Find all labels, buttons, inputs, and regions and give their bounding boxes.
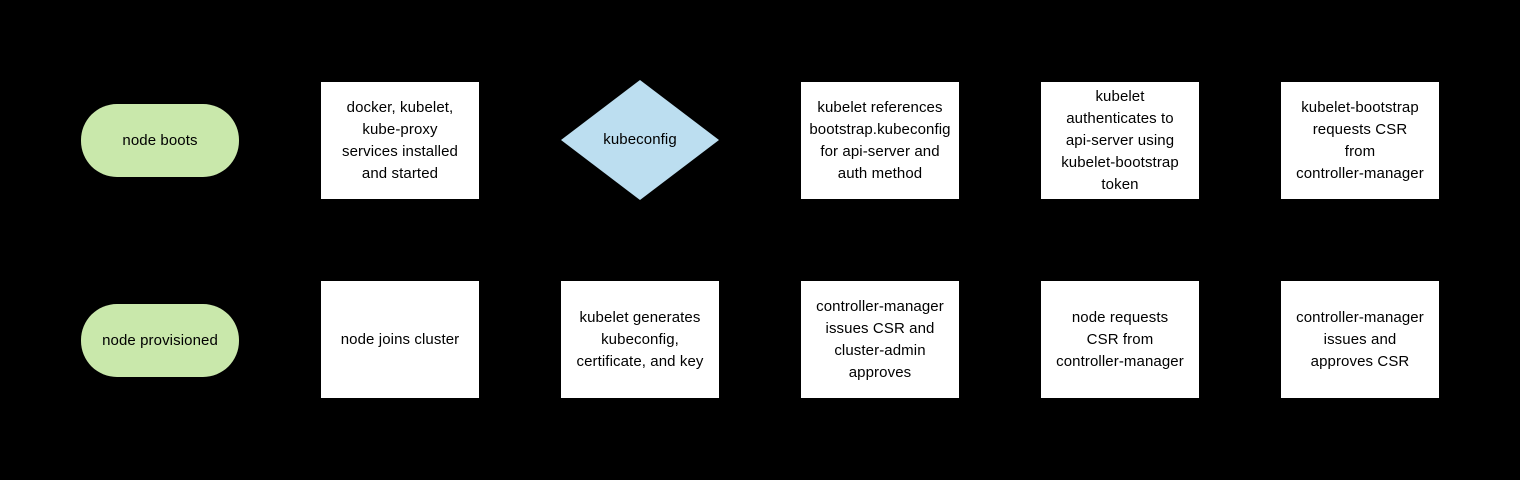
flow-node-kubelet-references-bootstrap[interactable]: kubelet references bootstrap.kubeconfig … bbox=[801, 82, 959, 199]
flow-node-node-requests-csr[interactable]: node requests CSR from controller-manage… bbox=[1041, 281, 1199, 398]
flow-node-label: controller-manager issues and approves C… bbox=[1296, 308, 1424, 370]
flow-node-label: kubelet-bootstrap requests CSR from cont… bbox=[1296, 98, 1424, 182]
flow-node-label: node provisioned bbox=[102, 331, 218, 349]
flow-node-label: kubeconfig bbox=[603, 131, 677, 148]
flow-node-node-provisioned[interactable]: node provisioned bbox=[81, 304, 239, 377]
flow-node-node-joins-cluster[interactable]: node joins cluster bbox=[321, 281, 479, 398]
flow-node-label: docker, kubelet, kube-proxy services ins… bbox=[341, 98, 458, 182]
flow-node-services-installed[interactable]: docker, kubelet, kube-proxy services ins… bbox=[321, 82, 479, 199]
flow-node-label: kubelet references bootstrap.kubeconfig … bbox=[809, 98, 951, 182]
flow-node-label: controller-manager issues CSR and cluste… bbox=[816, 297, 944, 381]
flow-node-node-boots[interactable]: node boots bbox=[81, 104, 239, 177]
flow-node-kubeconfig[interactable]: kubeconfig bbox=[561, 80, 719, 200]
flow-node-controller-manager-issues-approves[interactable]: controller-manager issues and approves C… bbox=[1281, 281, 1439, 398]
flow-node-label: node boots bbox=[122, 131, 198, 149]
flow-node-label: node requests CSR from controller-manage… bbox=[1056, 308, 1184, 370]
flow-node-kubelet-authenticates[interactable]: kubelet authenticates to api-server usin… bbox=[1041, 82, 1199, 199]
flow-node-kubelet-generates-kubeconfig[interactable]: kubelet generates kubeconfig, certificat… bbox=[561, 281, 719, 398]
flow-node-kubelet-bootstrap-requests-csr[interactable]: kubelet-bootstrap requests CSR from cont… bbox=[1281, 82, 1439, 199]
flow-node-label: node joins cluster bbox=[340, 330, 460, 348]
flow-node-label: kubelet authenticates to api-server usin… bbox=[1061, 87, 1179, 193]
flow-node-label: kubelet generates kubeconfig, certificat… bbox=[576, 308, 704, 370]
flow-node-controller-manager-issues-csr[interactable]: controller-manager issues CSR and cluste… bbox=[801, 281, 959, 398]
